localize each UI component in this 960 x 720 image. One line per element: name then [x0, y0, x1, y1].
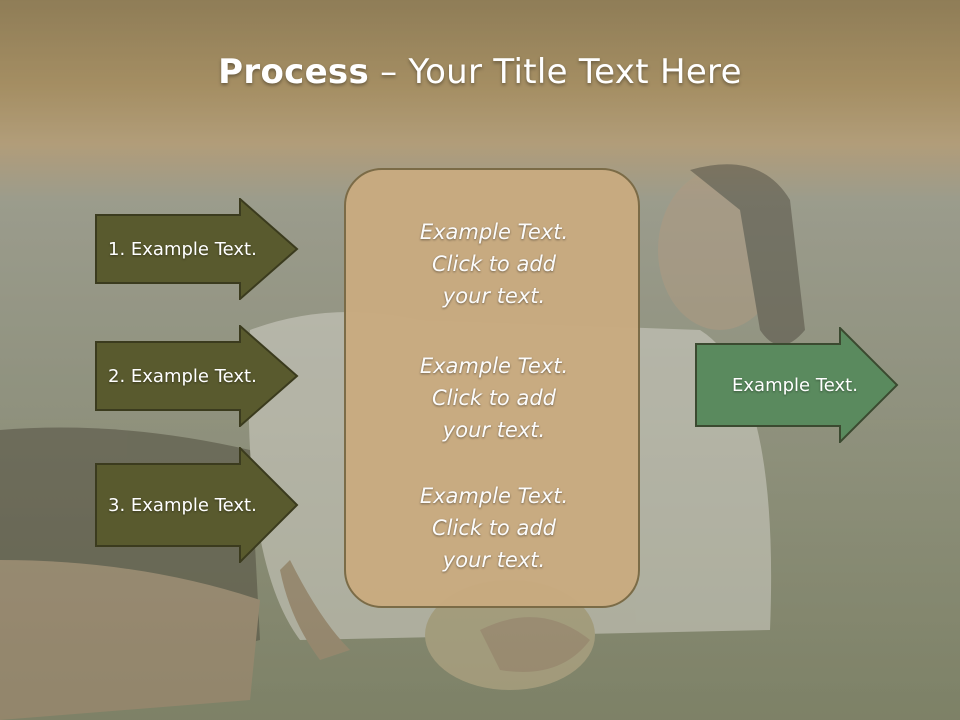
block-line: Click to add [431, 386, 556, 410]
center-text-block-3: Example Text. Click to add your text. [346, 480, 642, 576]
arrow-shape [695, 325, 899, 445]
right-arrow[interactable]: Example Text. [695, 325, 899, 445]
title-separator: – [369, 52, 409, 92]
block-line: Example Text. [419, 484, 569, 508]
left-arrow-label: 2. Example Text. [108, 365, 257, 387]
block-line: your text. [442, 284, 546, 308]
left-arrow-label: 3. Example Text. [108, 494, 257, 516]
arrow-shape [95, 196, 299, 302]
left-arrow-2[interactable]: 2. Example Text. [95, 323, 299, 429]
block-line: Click to add [431, 252, 556, 276]
center-text-block-2: Example Text. Click to add your text. [346, 350, 642, 446]
left-arrow-label: 1. Example Text. [108, 238, 257, 260]
arrow-shape [95, 445, 299, 565]
title-bold: Process [218, 52, 370, 92]
title-rest: Your Title Text Here [408, 52, 742, 92]
left-arrow-1[interactable]: 1. Example Text. [95, 196, 299, 302]
right-arrow-label: Example Text. [732, 374, 858, 396]
center-text-block-1: Example Text. Click to add your text. [346, 216, 642, 312]
slide-title: Process – Your Title Text Here [0, 52, 960, 92]
block-line: your text. [442, 418, 546, 442]
arrow-shape [95, 323, 299, 429]
block-line: Example Text. [419, 354, 569, 378]
left-arrow-3[interactable]: 3. Example Text. [95, 445, 299, 565]
block-line: your text. [442, 548, 546, 572]
block-line: Example Text. [419, 220, 569, 244]
block-line: Click to add [431, 516, 556, 540]
center-text-box[interactable]: Example Text. Click to add your text. Ex… [344, 168, 640, 608]
